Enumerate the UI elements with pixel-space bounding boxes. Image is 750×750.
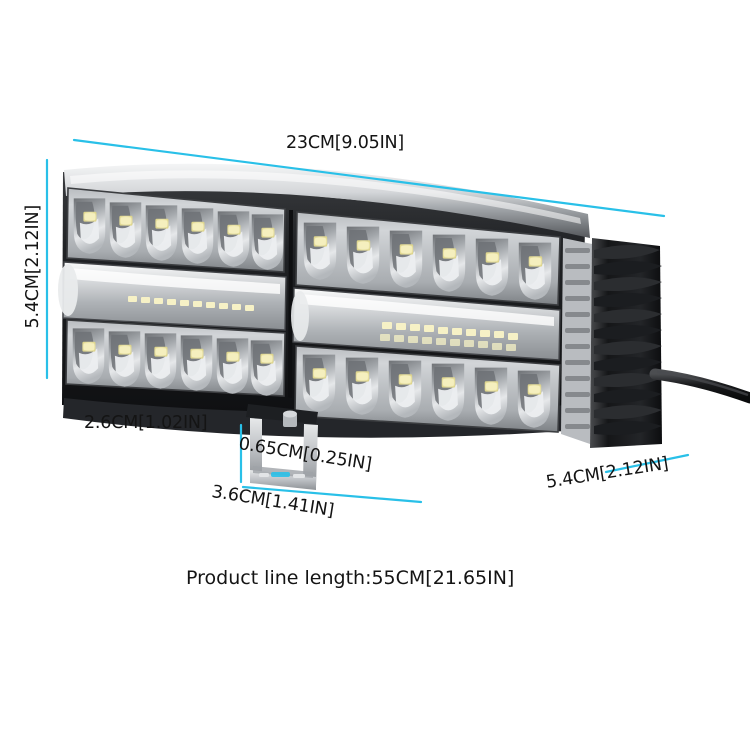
top-shell <box>64 163 590 238</box>
side-ribbed-edge <box>561 238 592 444</box>
module-divider <box>288 210 293 398</box>
strip-led-chips-left <box>128 296 254 311</box>
product-line-length-caption: Product line length:55CM[21.65IN] <box>186 567 515 589</box>
heat-sink-fins <box>594 245 662 435</box>
bracket-bolt <box>283 414 297 427</box>
power-cable <box>649 368 750 404</box>
dimline-overall-length <box>72 138 666 218</box>
led-module-right <box>291 211 561 433</box>
dimension-label-body-depth-front: 2.6CM[1.02IN] <box>84 413 208 433</box>
dimline-rear-depth <box>604 453 690 474</box>
heat-sink <box>590 238 662 448</box>
mounting-bracket <box>246 404 318 490</box>
dimension-label-overall-length: 23CM[9.05IN] <box>286 133 405 153</box>
bracket-slot <box>271 472 290 477</box>
dimline-bracket-width <box>241 485 423 504</box>
strip-led-chips-right <box>380 322 518 351</box>
led-module-left <box>58 187 287 397</box>
dimension-label-overall-height: 5.4CM[2.12IN] <box>22 205 43 329</box>
